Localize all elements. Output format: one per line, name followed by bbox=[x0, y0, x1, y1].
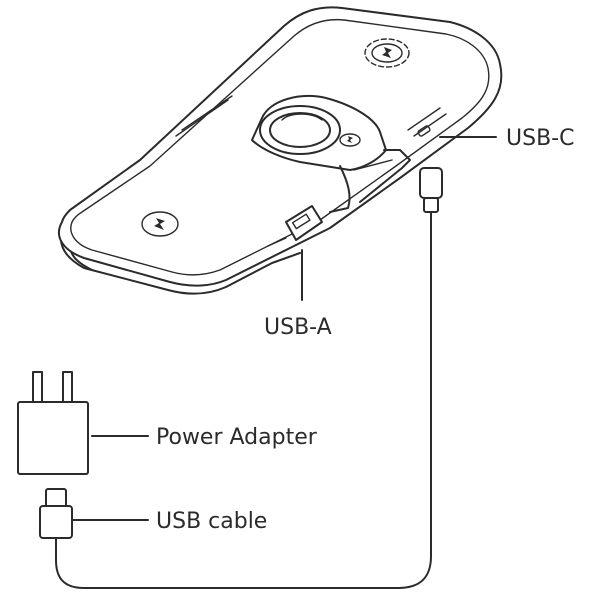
top-charging-pad bbox=[364, 38, 410, 68]
small-pad bbox=[339, 133, 361, 147]
ring-mount bbox=[251, 95, 411, 213]
usb-a-label: USB-A bbox=[264, 315, 332, 340]
lightning-icon bbox=[347, 136, 353, 143]
usb-c-label: USB-C bbox=[506, 126, 574, 151]
usb-cable-label: USB cable bbox=[156, 509, 267, 534]
power-adapter-label: Power Adapter bbox=[156, 425, 318, 450]
usb-cable-wire bbox=[55, 227, 432, 589]
lightning-icon bbox=[154, 218, 165, 230]
usb-c-plug bbox=[419, 167, 443, 229]
usb-a-port bbox=[267, 205, 323, 247]
usb-cable-plug bbox=[39, 488, 73, 539]
bottom-charging-pad bbox=[141, 211, 179, 237]
power-adapter bbox=[17, 371, 89, 475]
charging-station bbox=[57, 6, 503, 295]
lightning-icon bbox=[382, 47, 392, 58]
